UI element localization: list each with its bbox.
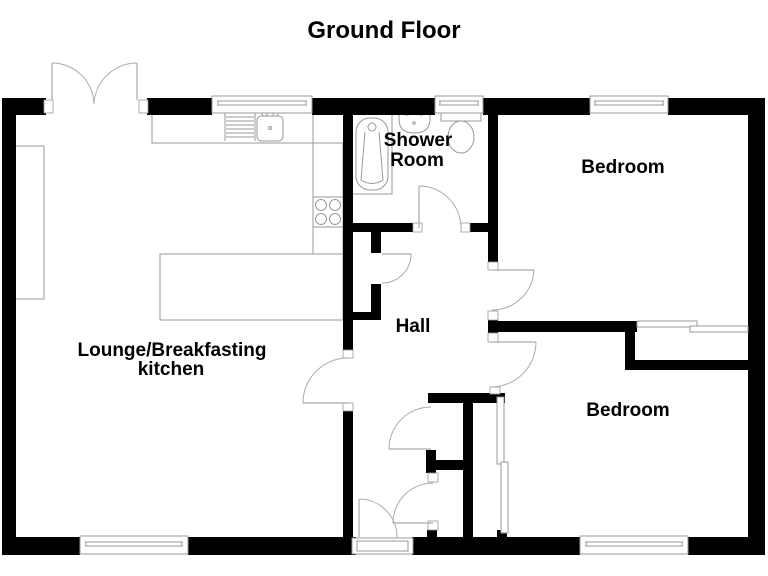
- window-lounge-top: [211, 95, 313, 114]
- label-bedroom-bottom: Bedroom: [586, 400, 669, 421]
- stove-icon: [312, 196, 344, 228]
- window-lounge-bottom: [79, 535, 189, 555]
- wall: [312, 98, 435, 115]
- wall-wardrobe-west: [625, 322, 635, 368]
- wall-between-bedrooms: [488, 321, 637, 332]
- window-bedroom-top: [589, 95, 669, 114]
- wall-wardrobe-south: [625, 360, 765, 370]
- door-bedroom-top: [491, 269, 535, 311]
- wall-hall-horizontal: [428, 393, 505, 403]
- wall-cupboard-stub: [426, 450, 436, 473]
- wall-bedroom-west: [488, 113, 498, 262]
- door-jamb: [487, 310, 499, 321]
- front-door-threshold: [351, 537, 414, 555]
- label-lounge-line2: kitchen: [138, 359, 205, 380]
- wall-cupboard-stub: [427, 530, 437, 537]
- wall: [668, 98, 765, 115]
- shower-tray-icon: [355, 117, 389, 191]
- wall-kitchen-hall: [343, 113, 353, 350]
- wall-cupboard-bar: [436, 460, 463, 470]
- windows: [79, 95, 689, 555]
- door-hall-cupboard: [381, 253, 412, 284]
- wall: [147, 98, 212, 115]
- wall-cupboard-central: [463, 403, 473, 537]
- wall-hall-cupboard: [353, 312, 381, 320]
- kitchen-fixtures: [12, 107, 344, 321]
- wall: [2, 537, 80, 555]
- french-door-left: [51, 62, 95, 105]
- built-in-wardrobes: [496, 320, 749, 534]
- door-shower-room: [418, 185, 462, 229]
- door-jamb: [460, 222, 471, 233]
- wall: [188, 537, 356, 555]
- door-lounge-hall: [302, 357, 349, 404]
- door-storage-cupboard-upper: [388, 406, 432, 450]
- door-jamb: [342, 349, 354, 359]
- lounge-radiator: [12, 145, 45, 300]
- wall-left: [2, 98, 16, 555]
- wall: [412, 537, 580, 555]
- wall-lounge-hall: [343, 411, 353, 537]
- wall-shower-south: [470, 223, 488, 232]
- door-jamb: [487, 332, 499, 343]
- breakfast-bar: [159, 253, 344, 321]
- exterior-walls: [2, 98, 765, 555]
- wall-shower-south: [353, 223, 413, 232]
- door-jamb: [412, 222, 423, 233]
- doors: [51, 62, 537, 538]
- french-door-right: [93, 62, 138, 105]
- wall: [688, 537, 765, 555]
- door-jamb: [43, 99, 54, 114]
- door-jamb: [427, 520, 439, 531]
- door-jamb: [489, 386, 501, 395]
- door-jamb: [342, 402, 354, 412]
- window-bedroom-bottom: [579, 535, 689, 555]
- label-lounge-line1: Lounge/Breakfasting: [78, 340, 267, 361]
- wall-right: [748, 98, 765, 555]
- window-shower: [434, 95, 484, 114]
- door-jamb: [138, 99, 149, 114]
- interior-walls: [343, 113, 765, 537]
- wardrobe-sliding-panel: [500, 461, 509, 534]
- wardrobe-sliding-panel: [636, 320, 698, 328]
- door-bedroom-bottom: [490, 341, 537, 388]
- wall: [483, 98, 590, 115]
- label-shower-line2: Room: [390, 150, 444, 171]
- label-shower-line1: Shower: [384, 130, 453, 151]
- draining-board-icon: [224, 113, 256, 141]
- wardrobe-sliding-panel: [689, 325, 749, 333]
- page-title: Ground Floor: [307, 17, 460, 44]
- label-bedroom-top: Bedroom: [581, 157, 664, 178]
- shower-room-fixtures: [349, 106, 482, 195]
- door-jamb: [427, 472, 439, 483]
- wall-hall-cupboard: [371, 232, 381, 253]
- front-door: [358, 498, 398, 538]
- wardrobe-sliding-panel: [496, 396, 505, 465]
- wall-hall-cupboard: [371, 284, 381, 312]
- door-jamb: [487, 261, 499, 271]
- kitchen-counter-side: [312, 142, 344, 255]
- label-hall: Hall: [396, 316, 431, 337]
- door-storage-cupboard-lower: [392, 482, 434, 524]
